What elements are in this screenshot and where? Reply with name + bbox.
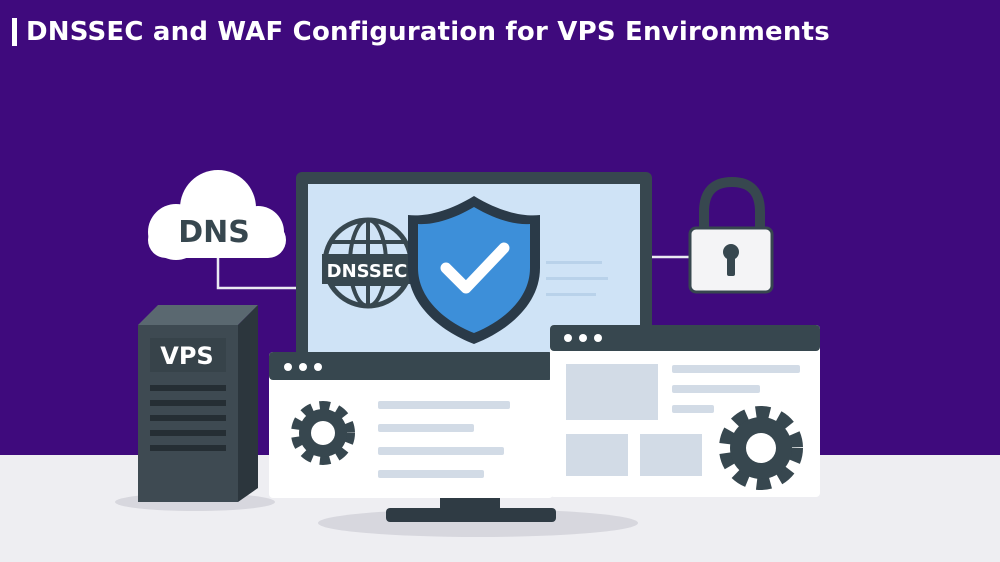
server-label: VPS xyxy=(160,342,213,370)
server-slot xyxy=(150,445,226,451)
dns-connector xyxy=(216,255,300,290)
page-title: DNSSEC and WAF Configuration for VPS Env… xyxy=(26,17,830,47)
left-window xyxy=(269,352,553,498)
server-slot xyxy=(150,415,226,421)
title-accent-bar xyxy=(12,18,17,46)
globe-label: DNSSEC xyxy=(327,261,408,282)
server-icon: VPS xyxy=(138,305,258,502)
globe-icon: DNSSEC xyxy=(322,217,414,309)
right-window xyxy=(550,325,820,497)
server-slot xyxy=(150,400,226,406)
title-bar: DNSSEC and WAF Configuration for VPS Env… xyxy=(12,17,830,47)
cloud-label: DNS xyxy=(178,215,250,250)
gear-icon xyxy=(291,401,355,465)
gear-icon xyxy=(719,406,803,490)
shield-check-icon xyxy=(408,196,540,344)
padlock-icon xyxy=(688,176,774,294)
cloud-icon: DNS xyxy=(148,170,286,260)
server-slot xyxy=(150,430,226,436)
server-slot xyxy=(150,385,226,391)
